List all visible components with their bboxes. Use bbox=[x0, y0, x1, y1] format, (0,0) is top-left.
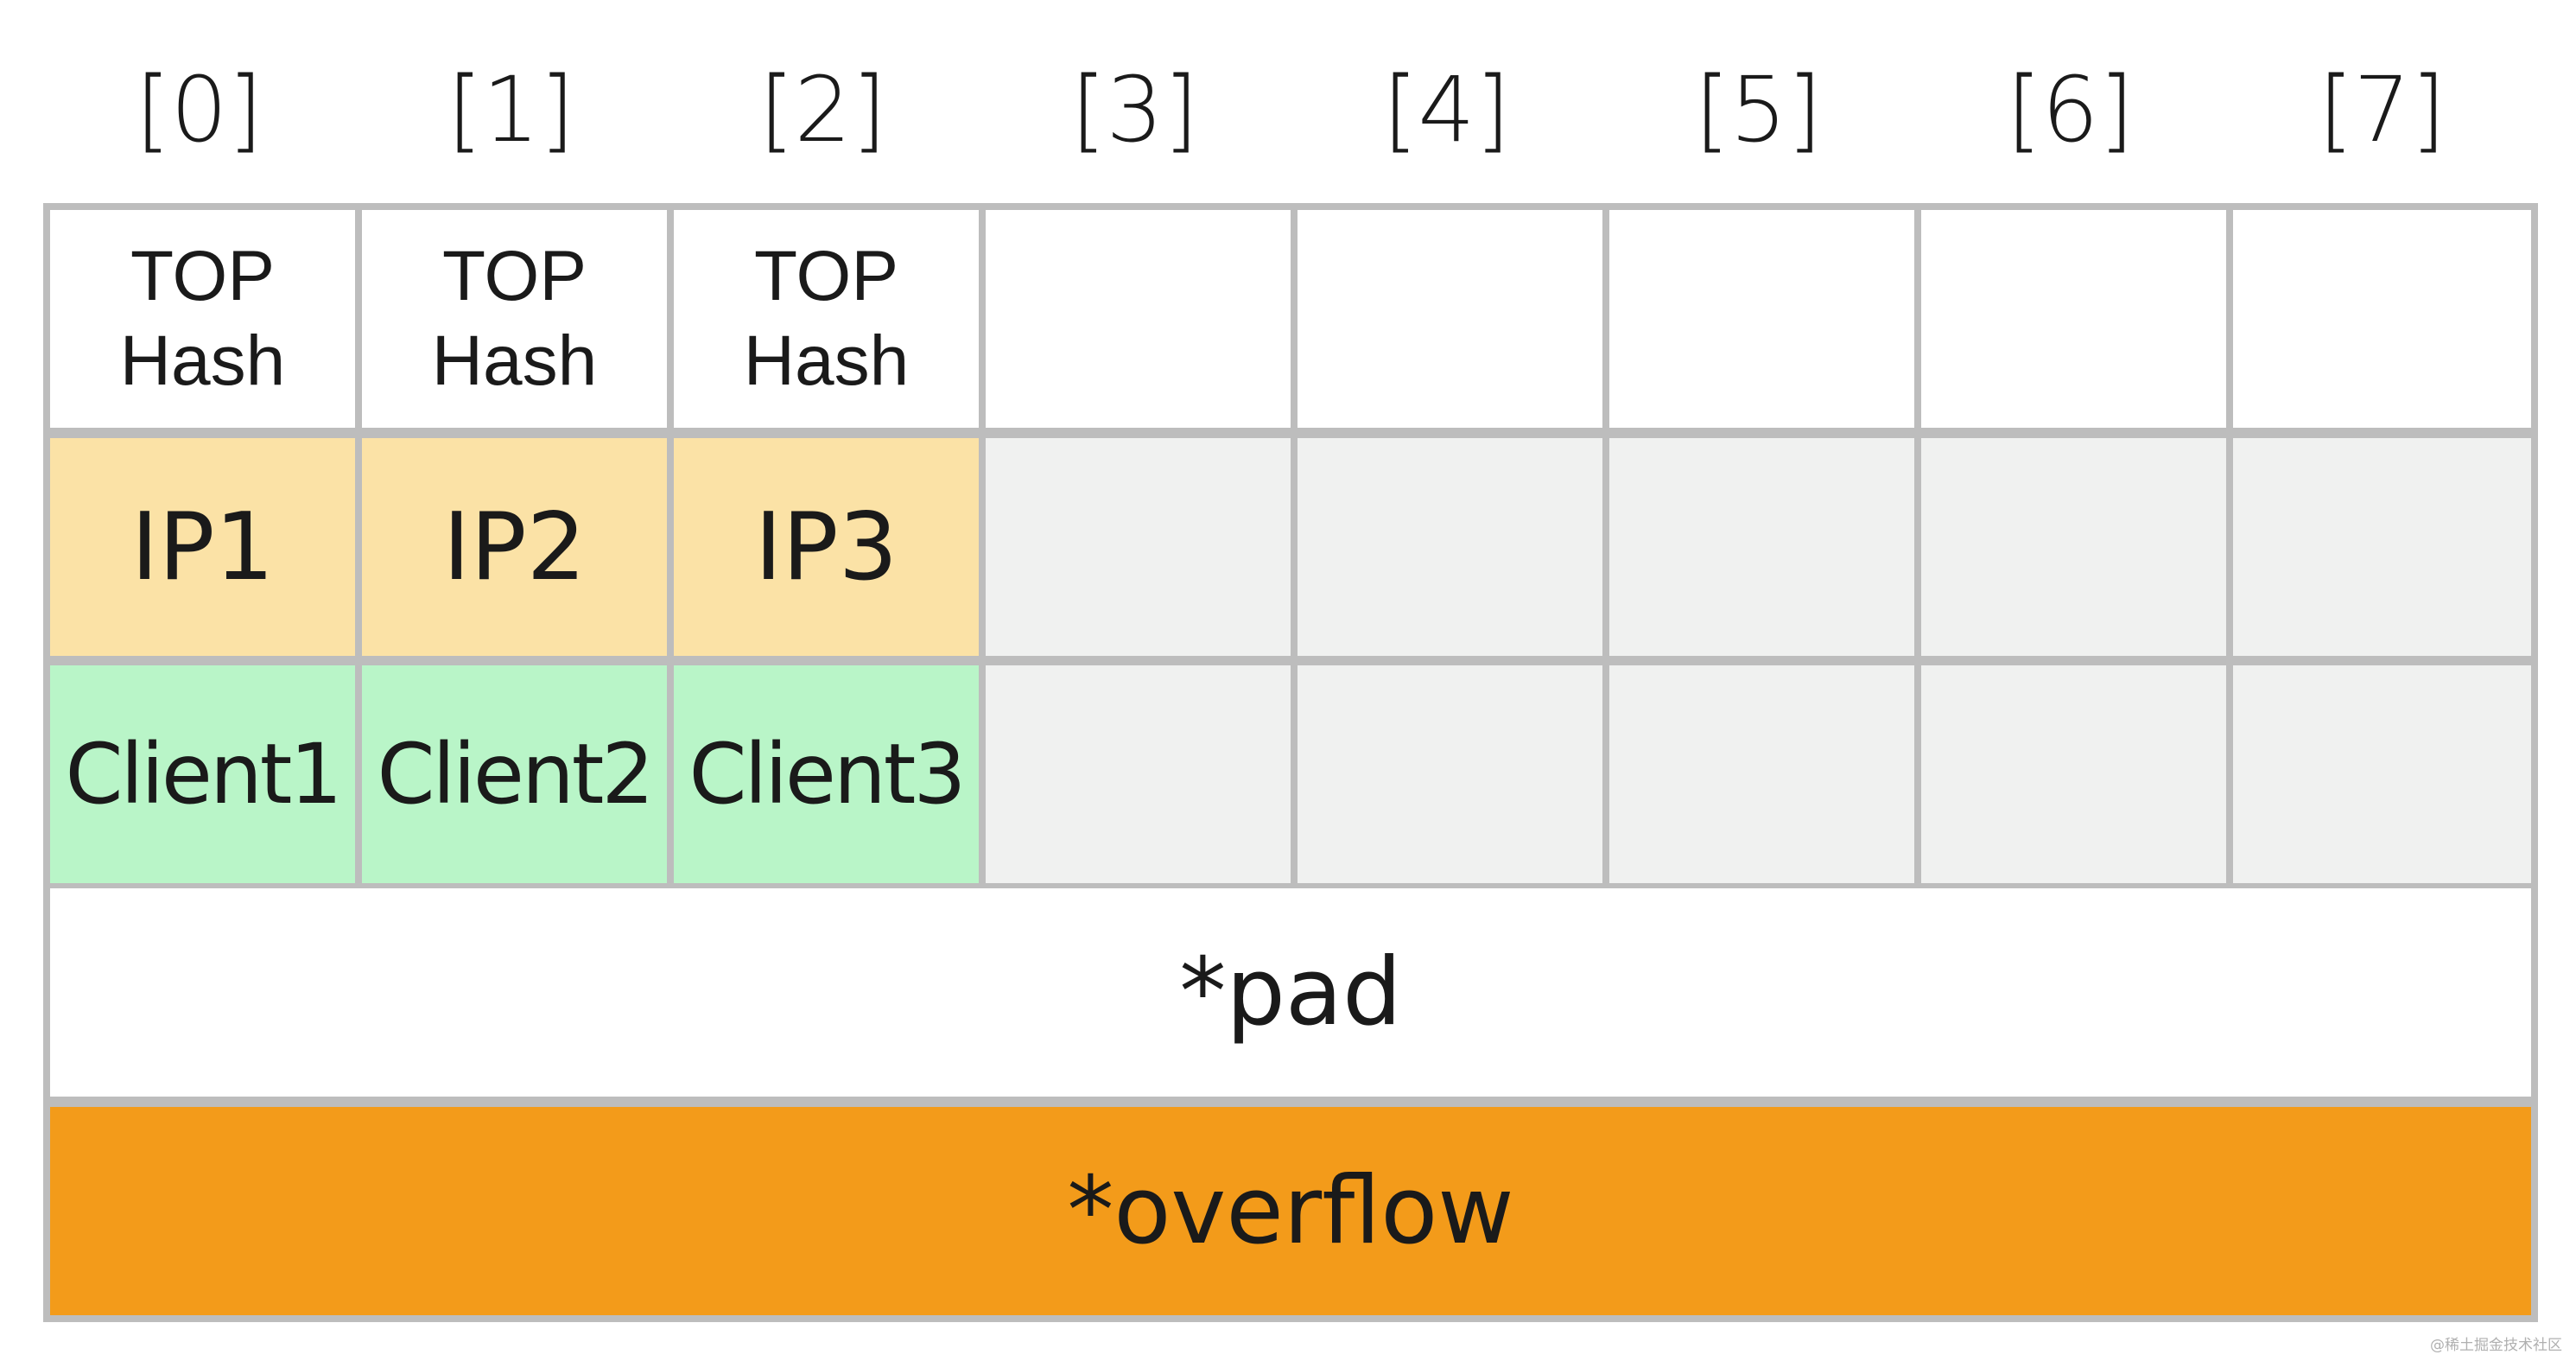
watermark: @稀土掘金技术社区 bbox=[2430, 1337, 2562, 1354]
slot-index-1: [1] bbox=[447, 57, 575, 162]
value-slot-1: Client2 bbox=[362, 665, 667, 883]
key-slot-6 bbox=[1921, 438, 2226, 656]
key-slot-7 bbox=[2233, 438, 2531, 656]
slot-index-3: [3] bbox=[1070, 57, 1199, 162]
value-slot-0: Client1 bbox=[50, 665, 355, 883]
slot-index-2: [2] bbox=[758, 57, 887, 162]
overflow-label: *overflow bbox=[1067, 1157, 1514, 1265]
key-slot-0: IP1 bbox=[50, 438, 355, 656]
tophash-slot-5 bbox=[1609, 210, 1914, 428]
value-slot-6 bbox=[1921, 665, 2226, 883]
value-slot-7 bbox=[2233, 665, 2531, 883]
slot-index-6: [6] bbox=[2006, 57, 2135, 162]
slot-index-4: [4] bbox=[1382, 57, 1511, 162]
slot-index-labels: [0] [1] [2] [3] [4] [5] [6] [7] bbox=[43, 54, 2538, 166]
key-slot-1: IP2 bbox=[362, 438, 667, 656]
tophash-slot-7 bbox=[2233, 210, 2531, 428]
pad-field: *pad bbox=[50, 888, 2531, 1097]
pad-label: *pad bbox=[1179, 938, 1402, 1046]
value-slot-2: Client3 bbox=[674, 665, 979, 883]
slot-index-5: [5] bbox=[1694, 57, 1823, 162]
key-slot-2: IP3 bbox=[674, 438, 979, 656]
value-slot-5 bbox=[1609, 665, 1914, 883]
tophash-slot-6 bbox=[1921, 210, 2226, 428]
key-slot-4 bbox=[1298, 438, 1602, 656]
slot-index-0: [0] bbox=[135, 57, 263, 162]
tophash-slot-3 bbox=[986, 210, 1291, 428]
value-slot-4 bbox=[1298, 665, 1602, 883]
value-slot-3 bbox=[986, 665, 1291, 883]
tophash-slot-4 bbox=[1298, 210, 1602, 428]
overflow-pointer-field: *overflow bbox=[50, 1107, 2531, 1315]
slot-index-7: [7] bbox=[2318, 57, 2446, 162]
key-slot-3 bbox=[986, 438, 1291, 656]
key-slot-5 bbox=[1609, 438, 1914, 656]
